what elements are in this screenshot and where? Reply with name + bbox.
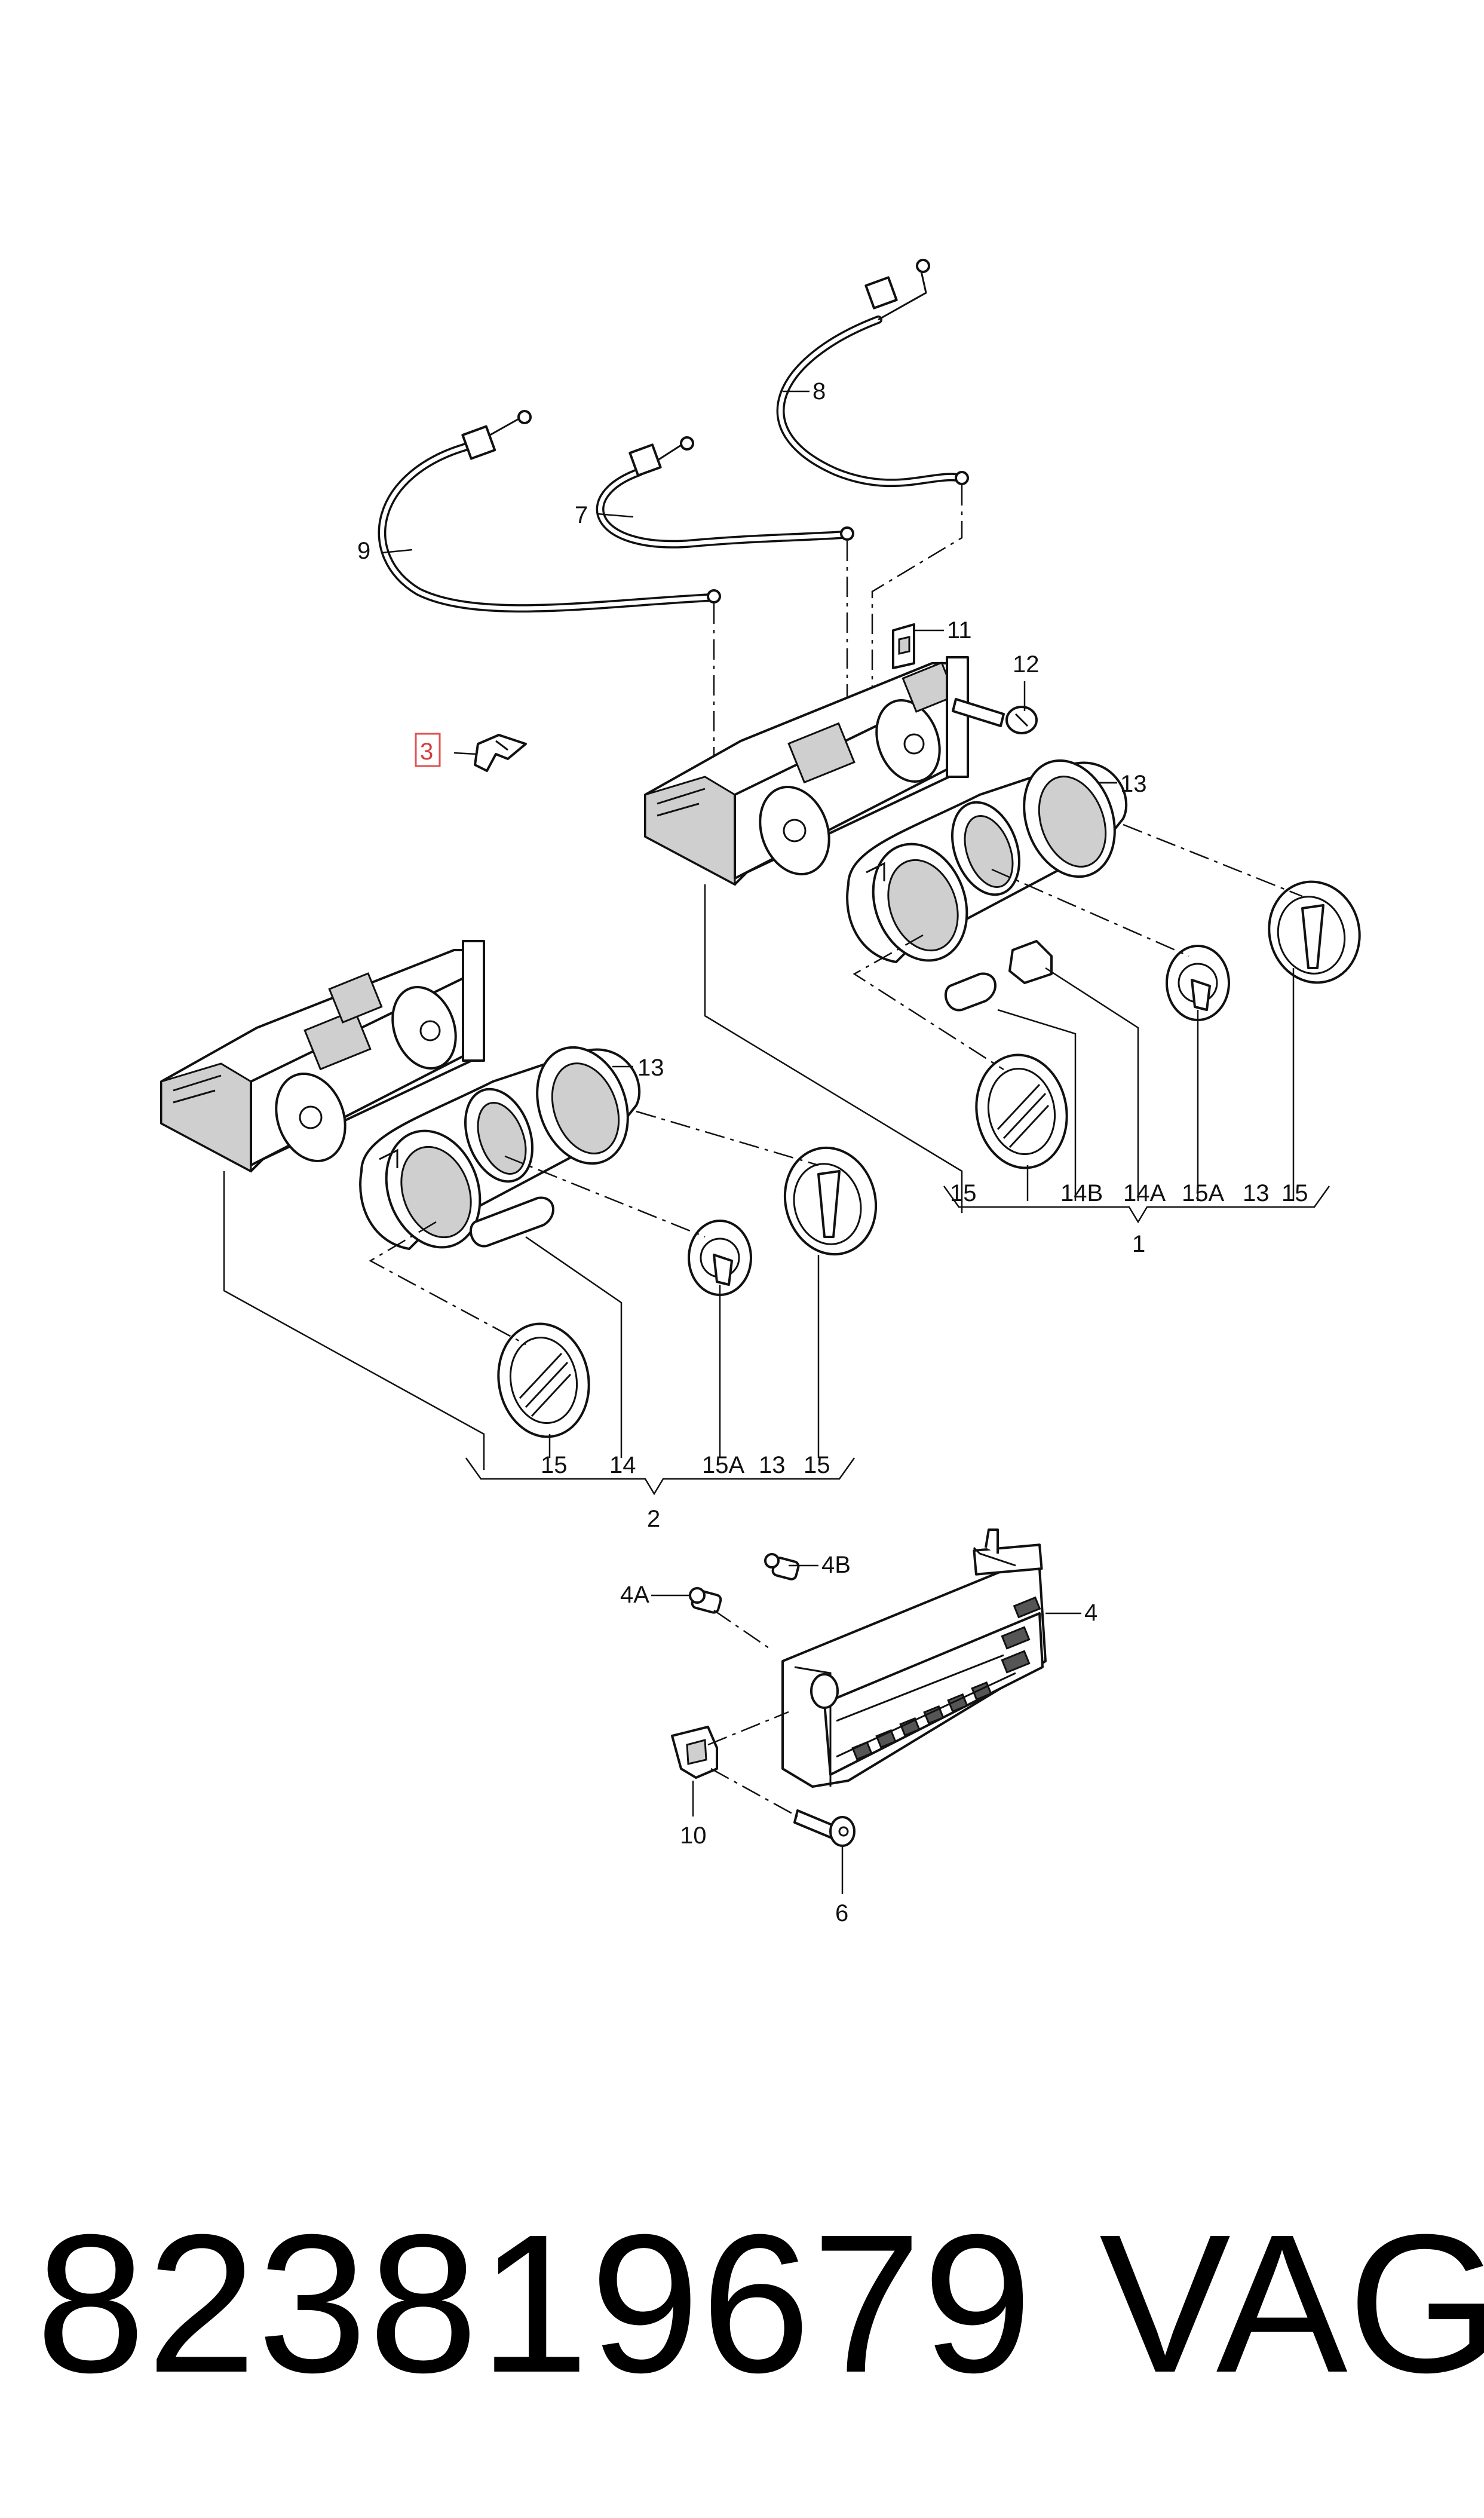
knob-15-lower-left <box>497 1322 590 1438</box>
callout-10: 10 <box>680 1822 707 1849</box>
callout-9: 9 <box>357 538 370 564</box>
knob-15-upper-right <box>1268 880 1361 984</box>
callout-11: 11 <box>947 617 972 644</box>
callout-3-highlight-box <box>415 733 441 767</box>
control-unit-2-housing <box>160 940 485 1173</box>
clip-10 <box>671 1726 718 1779</box>
knob-15a-lower <box>688 1220 752 1296</box>
group-1-label: 14B <box>1060 1180 1103 1206</box>
group-2-label: 15 <box>541 1452 568 1478</box>
screw-12 <box>952 698 1038 734</box>
exploded-view-drawing: 8 7 9 11 12 3 13 13 15 14B 14A 15A 13 15… <box>160 259 1361 1926</box>
group-1-label: 14A <box>1123 1180 1166 1206</box>
callout-2: 2 <box>647 1506 660 1532</box>
group-1-bracket <box>943 1186 1330 1224</box>
callout-8: 8 <box>812 378 826 405</box>
knob-15-upper-left <box>975 1053 1068 1169</box>
callout-13-upper: 13 <box>1120 771 1147 797</box>
group-2-label: 13 <box>759 1452 786 1478</box>
group-1-label: 15A <box>1182 1180 1224 1206</box>
cable-9 <box>378 410 721 613</box>
climatronic-unit-4 <box>781 1528 1047 1788</box>
button-14-lower <box>469 1196 554 1248</box>
faceplate-13-lower <box>359 1046 641 1250</box>
button-14a-upper <box>1008 940 1053 984</box>
callout-3: 3 <box>420 739 433 765</box>
callout-4: 4 <box>1084 1600 1097 1626</box>
group-2-labels: 15 14 15A 13 15 <box>541 1452 830 1478</box>
button-14b-upper <box>944 972 997 1012</box>
callout-4a: 4A <box>620 1582 649 1608</box>
brand-label: VAG <box>1099 2193 1484 2413</box>
bulb-4b <box>764 1553 800 1580</box>
callout-4b: 4B <box>821 1552 851 1578</box>
bulb-4a <box>689 1587 722 1614</box>
group-2-label: 15A <box>702 1452 744 1478</box>
cable-7 <box>596 436 854 549</box>
clip-11 <box>892 623 915 669</box>
knob-15a-upper <box>1166 945 1230 1021</box>
group-2-label: 15 <box>804 1452 830 1478</box>
callout-12: 12 <box>1013 651 1040 678</box>
group-1-label: 13 <box>1243 1180 1270 1206</box>
group-1-labels: 15 14B 14A 15A 13 15 <box>950 1180 1308 1206</box>
callout-13-lower: 13 <box>637 1055 664 1081</box>
callout-7: 7 <box>575 502 588 528</box>
screw-6 <box>793 1809 856 1847</box>
callout-1: 1 <box>1132 1231 1145 1257</box>
control-unit-1-housing <box>644 656 969 886</box>
faceplate-13-upper <box>846 759 1128 963</box>
part-number: 823819679 <box>36 2193 1034 2413</box>
group-2-label: 14 <box>609 1452 636 1478</box>
clip-3 <box>474 734 527 772</box>
group-1-label: 15 <box>950 1180 977 1206</box>
group-1-label: 15 <box>1281 1180 1308 1206</box>
callout-6: 6 <box>835 1900 848 1926</box>
cable-8 <box>776 259 969 488</box>
group-2-bracket <box>465 1457 856 1496</box>
